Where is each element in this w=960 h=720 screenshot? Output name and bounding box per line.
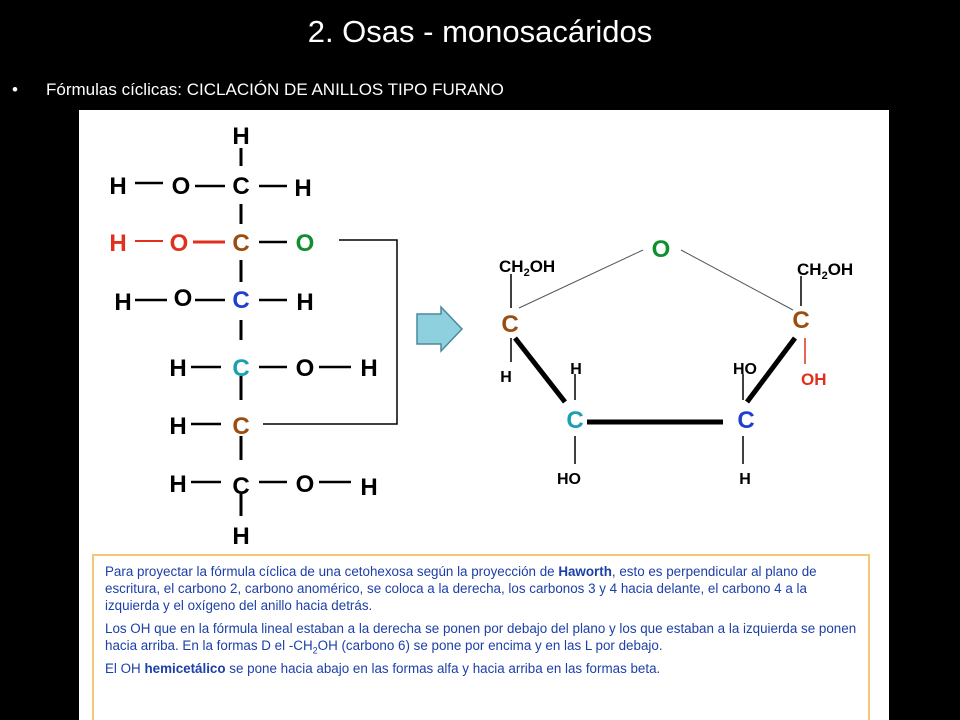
row6-left-h: H bbox=[169, 471, 186, 498]
explanation-paragraph-3: El OH hemicetálico se pone hacia abajo e… bbox=[105, 661, 661, 676]
ring-oxygen: O bbox=[652, 236, 671, 263]
row1-c: C bbox=[232, 173, 249, 200]
bullet-text: CICLACIÓN DE ANILLOS TIPO FURANO bbox=[182, 80, 504, 99]
row2-right-o: O bbox=[296, 230, 315, 257]
explanation-box: Para proyectar la fórmula cíclica de una… bbox=[92, 554, 870, 720]
haworth-term: Haworth bbox=[558, 564, 612, 579]
row4-o: O bbox=[296, 355, 315, 382]
row2-left-h: H bbox=[109, 230, 126, 257]
ring-bond-c4-right bbox=[745, 336, 797, 404]
c3-down-ho: HO bbox=[557, 471, 581, 488]
row6-o: O bbox=[296, 471, 315, 498]
row1-right-h: H bbox=[294, 175, 311, 202]
right-ch2oh: CH2OH bbox=[797, 260, 853, 282]
row5-left-h: H bbox=[169, 413, 186, 440]
row3-o: O bbox=[174, 285, 193, 312]
row6-right-h: H bbox=[360, 474, 377, 501]
c4-ring-c: C bbox=[737, 407, 754, 434]
row4-right-h: H bbox=[360, 355, 377, 382]
bullet-symbol: • bbox=[12, 80, 18, 99]
row2-c: C bbox=[232, 230, 249, 257]
explanation-paragraph-2: Los OH que en la fórmula lineal estaban … bbox=[105, 621, 857, 656]
right-arrow-icon bbox=[416, 305, 464, 353]
haworth-projection: O CH2OH C H H C HO HO C H CH2OH C OH bbox=[499, 236, 853, 488]
row3-c: C bbox=[232, 287, 249, 314]
diagram-panel: H H O C H H O C O H O C H H C O H H C H … bbox=[79, 110, 889, 720]
ring-bond-left-c3 bbox=[513, 336, 567, 404]
bullet-line: • Fórmulas cíclicas: CICLACIÓN DE ANILLOS… bbox=[12, 80, 504, 100]
row1-o: O bbox=[172, 173, 191, 200]
row1-left-h: H bbox=[109, 173, 126, 200]
c4-up-ho: HO bbox=[733, 361, 757, 378]
anomeric-oh: OH bbox=[801, 370, 827, 389]
c4-down-h: H bbox=[739, 471, 751, 488]
row6-c: C bbox=[232, 473, 249, 500]
row3-right-h: H bbox=[296, 289, 313, 316]
bullet-label: Fórmulas cíclicas: bbox=[46, 80, 183, 99]
structure-diagram: H H O C H H O C O H O C H H C O H H C H … bbox=[109, 123, 853, 550]
row4-c: C bbox=[232, 355, 249, 382]
left-ring-c: C bbox=[501, 311, 518, 338]
bottom-h: H bbox=[232, 523, 249, 550]
row5-c: C bbox=[232, 413, 249, 440]
row4-left-h: H bbox=[169, 355, 186, 382]
explanation-paragraph-1: Para proyectar la fórmula cíclica de una… bbox=[105, 564, 817, 613]
cyclization-link bbox=[263, 239, 398, 425]
row1-bonds bbox=[135, 181, 287, 188]
left-h: H bbox=[500, 369, 512, 386]
row2-o: O bbox=[170, 230, 189, 257]
linear-formula: H H O C H H O C O H O C H H C O H H C H … bbox=[109, 123, 398, 550]
hemicetalico-term: hemicetálico bbox=[144, 661, 226, 676]
c3-ring-c: C bbox=[566, 407, 583, 434]
top-h: H bbox=[232, 123, 249, 150]
ring-bond-o-right bbox=[680, 249, 794, 311]
row3-left-h: H bbox=[114, 289, 131, 316]
ring-bond-left-o bbox=[518, 249, 644, 309]
c3-up-h: H bbox=[570, 361, 582, 378]
left-ch2oh: CH2OH bbox=[499, 257, 555, 279]
right-ring-c: C bbox=[792, 307, 809, 334]
slide-title: 2. Osas - monosacáridos bbox=[307, 14, 653, 49]
